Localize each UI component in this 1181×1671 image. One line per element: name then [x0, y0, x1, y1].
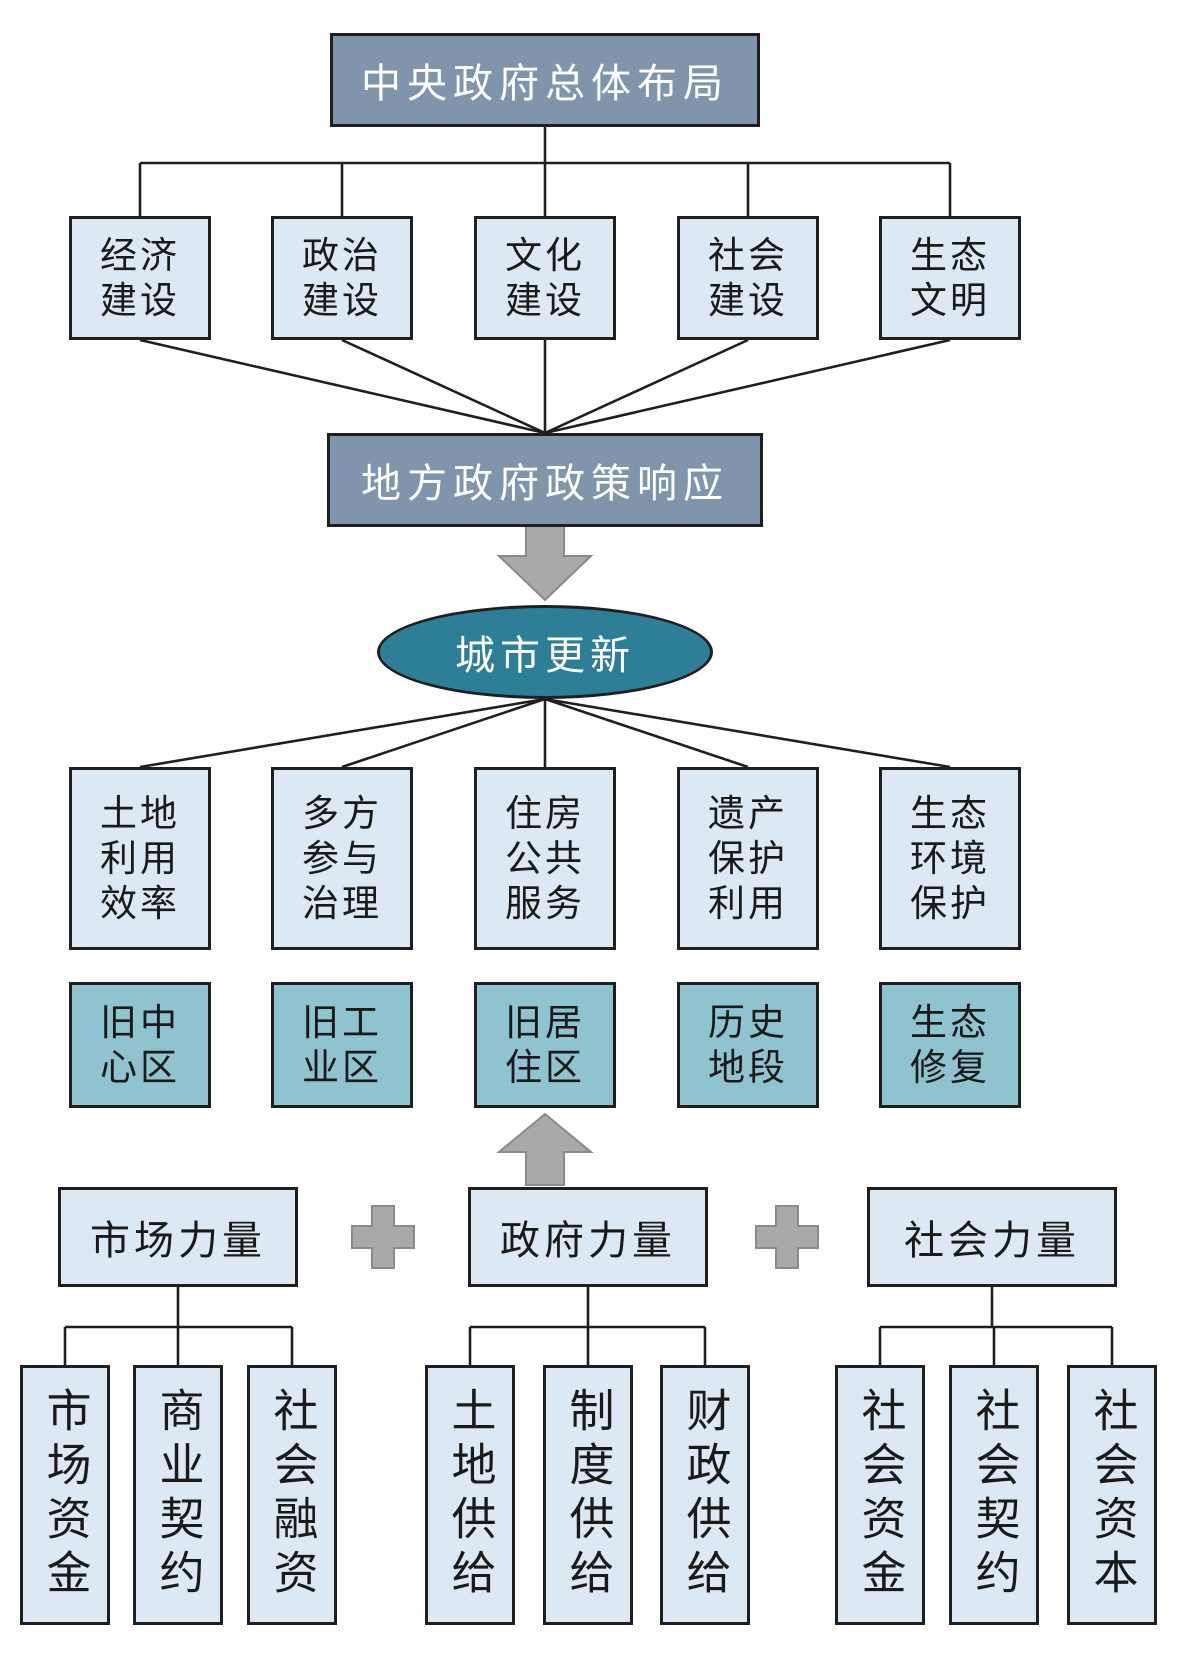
node-commercial-contract: 商业契约 [133, 1365, 223, 1625]
node-local-government-response: 地方政府政策响应 [327, 433, 763, 527]
node-cultural-construction: 文化 建设 [474, 216, 616, 340]
node-eco-environment-protection: 生态 环境 保护 [879, 767, 1021, 950]
plus-icon [351, 1205, 415, 1269]
node-old-central-district: 旧中 心区 [69, 982, 211, 1108]
node-political-construction: 政治 建设 [271, 216, 413, 340]
node-land-supply: 土地供给 [425, 1365, 515, 1625]
plus-icon [755, 1205, 819, 1269]
node-heritage-protection-use: 遗产 保护 利用 [677, 767, 819, 950]
node-social-capital: 社会资本 [1067, 1365, 1157, 1625]
node-social-contract: 社会契约 [949, 1365, 1039, 1625]
node-ecological-restoration: 生态 修复 [879, 982, 1021, 1108]
node-fiscal-supply: 财政供给 [660, 1365, 750, 1625]
node-social-financing: 社会融资 [247, 1365, 337, 1625]
node-economic-construction: 经济 建设 [69, 216, 211, 340]
tree-connector-lines [63, 127, 1114, 1365]
node-multi-party-governance: 多方 参与 治理 [271, 767, 413, 950]
node-social-funds: 社会资金 [835, 1365, 925, 1625]
node-central-government: 中央政府总体布局 [330, 33, 760, 127]
node-ecological-civilization: 生态 文明 [879, 216, 1021, 340]
node-market-funds: 市场资金 [20, 1365, 110, 1625]
node-housing-public-services: 住房 公共 服务 [474, 767, 616, 950]
node-market-force: 市场力量 [58, 1187, 298, 1287]
node-institutional-supply: 制度供给 [543, 1365, 633, 1625]
node-land-use-efficiency: 土地 利用 效率 [69, 767, 211, 950]
node-old-residential-district: 旧居 住区 [474, 982, 616, 1108]
up-arrow-icon [496, 1112, 594, 1186]
node-old-industrial-district: 旧工 业区 [271, 982, 413, 1108]
node-urban-renewal: 城市更新 [377, 605, 713, 699]
node-historic-area: 历史 地段 [677, 982, 819, 1108]
node-social-force: 社会力量 [867, 1187, 1117, 1287]
node-social-construction: 社会 建设 [677, 216, 819, 340]
node-government-force: 政府力量 [468, 1187, 708, 1287]
